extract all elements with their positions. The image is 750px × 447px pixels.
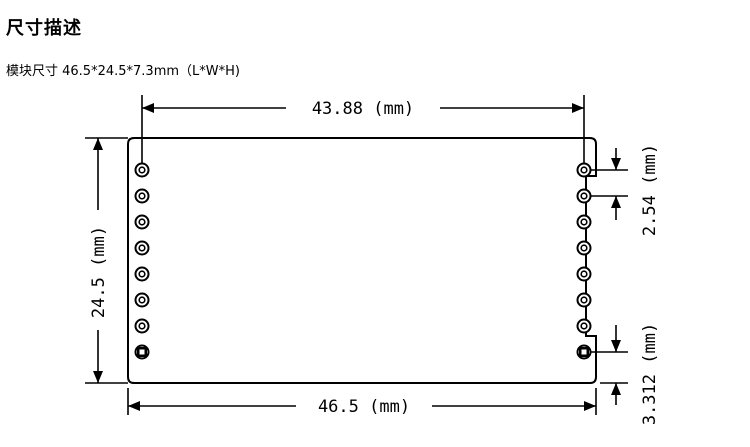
top-width-dimension: 43.88 (mm) <box>141 95 585 170</box>
right-pin-1 <box>576 162 592 178</box>
bottom-offset-dimension: 3.312 (mm) <box>590 323 660 425</box>
right-pin-8 <box>576 344 592 360</box>
left-pin-1 <box>134 162 150 178</box>
left-pin-row <box>134 162 150 360</box>
left-pin-2 <box>134 188 150 204</box>
height-label: 24.5 (mm) <box>89 226 109 318</box>
height-dimension: 24.5 (mm) <box>85 137 128 384</box>
bottom-width-label: 46.5 (mm) <box>318 397 410 417</box>
right-pin-3 <box>576 214 592 230</box>
module-size-description: 模块尺寸 46.5*24.5*7.3mm（L*W*H) <box>6 64 240 79</box>
pin-pitch-dimension: 2.54 (mm) <box>590 144 660 236</box>
top-width-label: 43.88 (mm) <box>312 99 414 119</box>
right-pin-row <box>576 162 592 360</box>
pin-pitch-label: 2.54 (mm) <box>640 144 660 236</box>
right-pin-7 <box>576 318 592 334</box>
left-pin-3 <box>134 214 150 230</box>
right-pin-6 <box>576 292 592 308</box>
section-title: 尺寸描述 <box>6 18 82 39</box>
left-pin-8 <box>134 344 150 360</box>
module-outline <box>127 137 597 384</box>
left-pin-7 <box>134 318 150 334</box>
left-pin-5 <box>134 266 150 282</box>
left-pin-4 <box>134 240 150 256</box>
right-pin-5 <box>576 266 592 282</box>
bottom-offset-label: 3.312 (mm) <box>640 323 660 425</box>
bottom-width-dimension: 46.5 (mm) <box>127 388 597 417</box>
left-pin-6 <box>134 292 150 308</box>
right-pin-2 <box>576 188 592 204</box>
right-pin-4 <box>576 240 592 256</box>
